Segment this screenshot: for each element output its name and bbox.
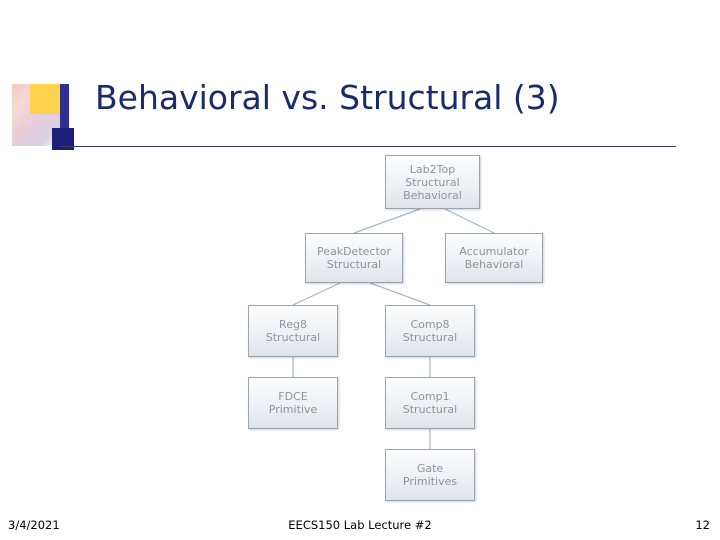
decorative-blue-bar xyxy=(60,84,69,146)
edge-lab2top-accumulator xyxy=(444,208,495,234)
edge-peakdetector-reg8 xyxy=(292,282,341,306)
node-comp8: Comp8 Structural xyxy=(385,305,475,357)
edge-lab2top-peakdetector xyxy=(353,208,421,234)
node-accumulator: Accumulator Behavioral xyxy=(445,233,543,283)
decorative-gradient-block xyxy=(12,84,68,146)
footer-center-text: EECS150 Lab Lecture #2 xyxy=(288,518,432,532)
hierarchy-diagram: Lab2Top Structural Behavioral PeakDetect… xyxy=(230,155,590,505)
node-comp8-line2: Structural xyxy=(402,331,458,344)
node-comp8-line1: Comp8 xyxy=(410,318,450,331)
node-comp1: Comp1 Structural xyxy=(385,377,475,429)
title-divider-rule xyxy=(60,146,676,147)
node-fdce-line2: Primitive xyxy=(268,403,318,416)
footer-date: 3/4/2021 xyxy=(8,518,60,532)
node-peakdetector-line2: Structural xyxy=(326,258,382,271)
decorative-yellow-square xyxy=(30,84,60,114)
node-lab2top-line1: Lab2Top xyxy=(409,162,456,176)
node-gate-line1: Gate xyxy=(416,462,444,475)
node-comp1-line1: Comp1 xyxy=(410,390,450,403)
footer-page-number: 12 xyxy=(695,518,710,532)
node-reg8-line1: Reg8 xyxy=(279,318,307,331)
node-gate-line2: Primitives xyxy=(402,475,458,488)
node-lab2top-line2: Structural xyxy=(405,175,460,189)
node-reg8: Reg8 Structural xyxy=(248,305,338,357)
node-comp1-line2: Structural xyxy=(402,403,458,416)
edge-peakdetector-comp8 xyxy=(369,282,431,306)
node-accumulator-line2: Behavioral xyxy=(464,258,524,271)
node-fdce-line1: FDCE xyxy=(278,390,308,403)
diagram-connectors xyxy=(292,208,495,449)
node-peakdetector: PeakDetector Structural xyxy=(305,233,403,283)
page-title: Behavioral vs. Structural (3) xyxy=(95,78,560,117)
node-lab2top-line3: Behavioral xyxy=(403,188,462,202)
node-gate: Gate Primitives xyxy=(385,449,475,501)
node-lab2top: Lab2Top Structural Behavioral xyxy=(385,155,480,209)
node-accumulator-line1: Accumulator xyxy=(459,245,529,258)
node-reg8-line2: Structural xyxy=(265,331,321,344)
node-peakdetector-line1: PeakDetector xyxy=(316,245,392,258)
node-fdce: FDCE Primitive xyxy=(248,377,338,429)
decorative-blue-square xyxy=(52,128,74,150)
